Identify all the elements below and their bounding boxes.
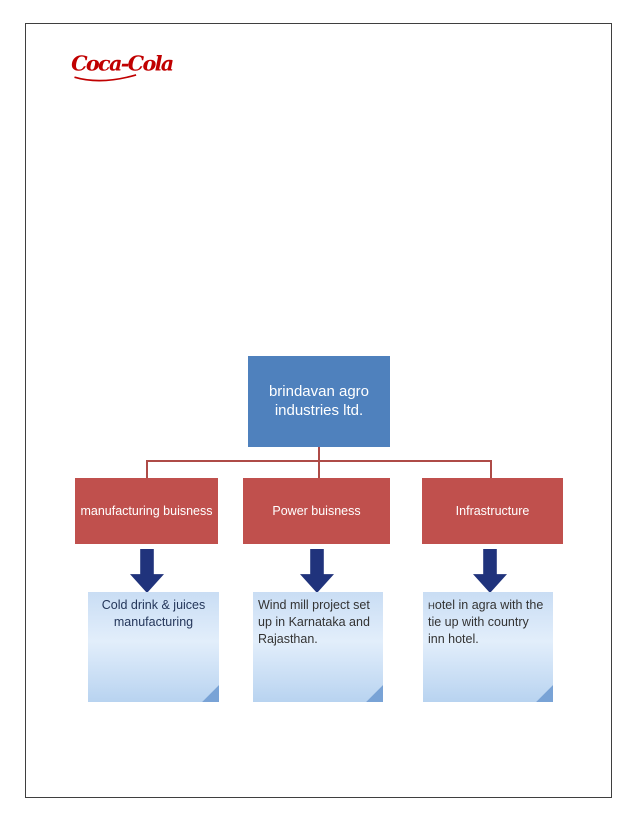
connector-drop-right: [490, 460, 492, 478]
connector-stub: [318, 447, 320, 460]
connector-drop-center: [318, 460, 320, 478]
note-infrastructure: Hotel in agra with the tie up with count…: [423, 592, 553, 702]
note-power: Wind mill project set up in Karnataka an…: [253, 592, 383, 702]
connector-drop-left: [146, 460, 148, 478]
branch-box-power: Power buisness: [243, 478, 390, 544]
root-box-label: brindavan agro industries ltd.: [268, 382, 370, 419]
branch-box-infrastructure: Infrastructure: [422, 478, 563, 544]
note-text-power: Wind mill project set up in Karnataka an…: [258, 598, 370, 646]
coca-cola-swash: [74, 74, 137, 82]
note-background: [423, 592, 553, 702]
note-text-manufacturing: Cold drink & juices manufacturing: [101, 598, 206, 629]
coca-cola-logo-text: Coca-Cola: [71, 51, 173, 75]
root-box: brindavan agro industries ltd.: [248, 356, 390, 447]
coca-cola-logo: Coca-Cola: [71, 51, 174, 82]
branch-label-manufacturing: manufacturing buisness: [80, 504, 213, 518]
branch-label-power: Power buisness: [272, 504, 361, 518]
note-background: [88, 592, 219, 702]
note-manufacturing: Cold drink & juices manufacturing: [88, 592, 219, 702]
branch-label-infrastructure: Infrastructure: [455, 504, 530, 518]
note-text-infrastructure: Hotel in agra with the tie up with count…: [428, 598, 544, 646]
branch-box-manufacturing: manufacturing buisness: [75, 478, 218, 544]
note-background: [253, 592, 383, 702]
